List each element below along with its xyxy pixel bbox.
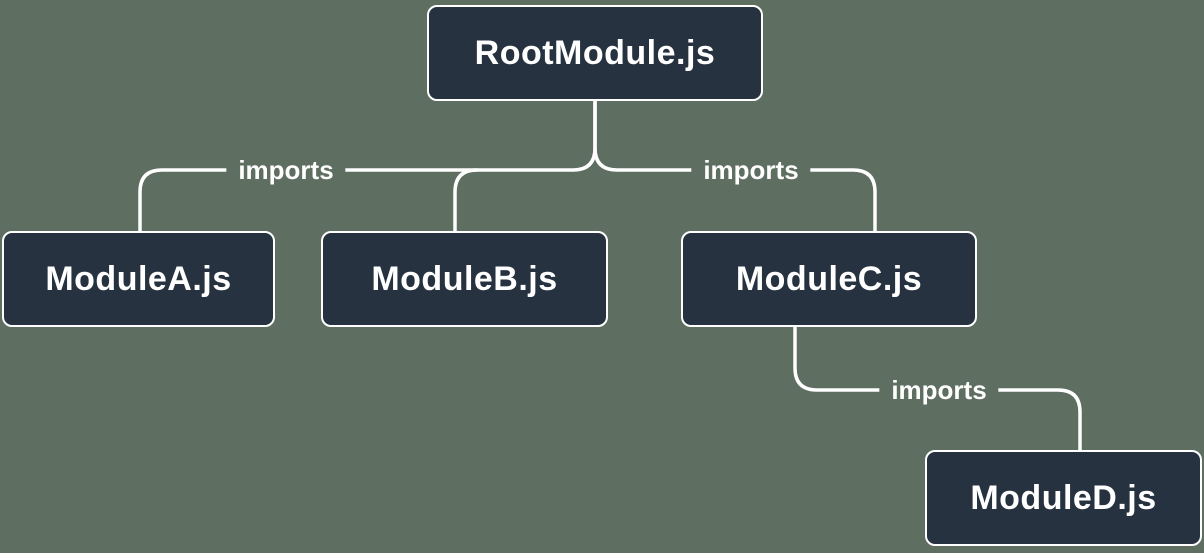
node-moduleC: ModuleC.js [681, 231, 977, 327]
edge-root-moduleA [138, 99, 597, 233]
edge-root-moduleB [453, 168, 479, 233]
node-moduleB: ModuleB.js [321, 231, 608, 327]
node-moduleB-label: ModuleB.js [371, 259, 558, 298]
node-moduleC-label: ModuleC.js [735, 259, 923, 298]
node-moduleA-label: ModuleA.js [45, 259, 232, 298]
node-rootmodule-label: RootModule.js [474, 33, 716, 72]
node-rootmodule: RootModule.js [427, 5, 763, 101]
edge-label-imports-right: imports [691, 154, 811, 186]
node-moduleD: ModuleD.js [925, 450, 1202, 546]
node-moduleA: ModuleA.js [2, 231, 275, 327]
edge-label-imports-bottom: imports [879, 374, 999, 406]
node-moduleD-label: ModuleD.js [970, 478, 1157, 517]
edge-label-imports-left: imports [226, 154, 346, 186]
